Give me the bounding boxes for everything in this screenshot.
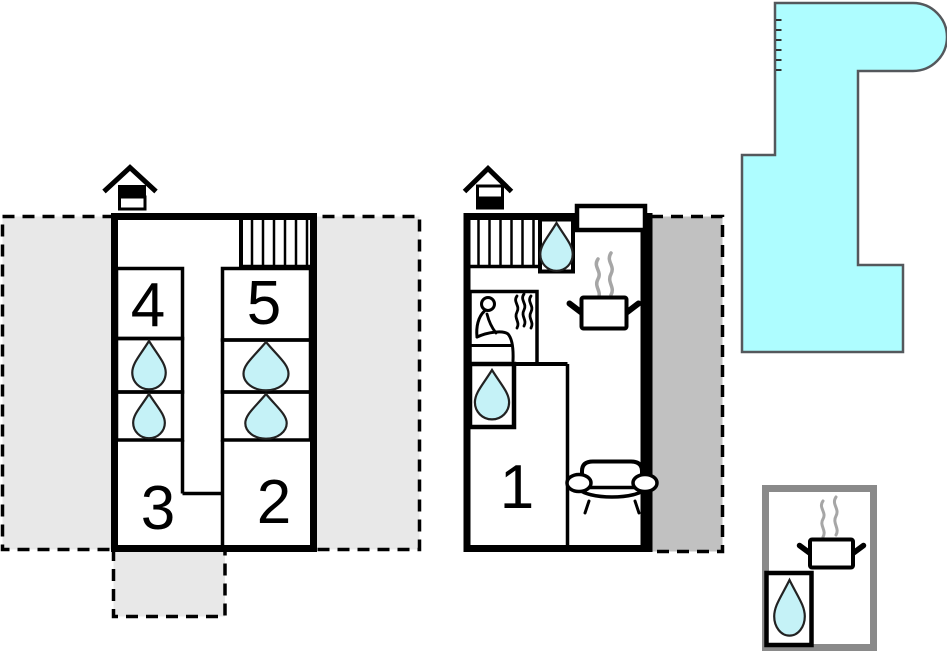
sofa-leg: [583, 499, 591, 515]
chimney-icon: [462, 165, 514, 210]
water-drop-icon: [475, 370, 509, 419]
water-drop-icon: [132, 341, 165, 389]
stairs-icon: [239, 220, 311, 269]
window-icon: [574, 203, 648, 233]
room-3-label: 3: [141, 474, 175, 543]
water-drop-icon: [774, 580, 805, 636]
person-back: [475, 309, 486, 339]
bath-cell: [114, 390, 185, 442]
steam-icon: [607, 251, 615, 297]
pot-body: [579, 295, 629, 331]
steam-icon: [594, 257, 602, 301]
chimney-flue-dark: [118, 185, 146, 198]
chimney-icon: [102, 164, 158, 211]
chimney-roof: [102, 164, 158, 194]
water-drops: [132, 341, 288, 439]
terrace-left-lower: [111, 549, 227, 619]
water-drop-icon: [540, 223, 572, 271]
chimney-roof: [462, 165, 514, 194]
building-upper-floor: 4 5 3 2: [111, 213, 317, 552]
sauna-icon: [468, 292, 534, 363]
stove-icon: [796, 495, 867, 570]
person-leg: [475, 330, 515, 363]
room-1-label: 1: [500, 453, 534, 522]
steam-icon: [819, 499, 826, 539]
stairs-icon: [470, 220, 540, 269]
steam-icon: [521, 292, 527, 328]
sofa-armrest: [631, 472, 659, 494]
pool-ladder-icon: [776, 19, 782, 71]
terrace-right: [651, 214, 725, 554]
bath-cell: [220, 390, 313, 442]
sofa-icon: [565, 459, 659, 515]
pot-body: [808, 537, 855, 570]
chimney-flue-dark: [476, 197, 504, 210]
thick-right-wall: [640, 213, 653, 552]
sofa-back: [580, 459, 644, 489]
chimney-flue-light: [476, 184, 504, 200]
water-drop-icon: [133, 394, 165, 438]
legend-inset: [762, 485, 877, 651]
sofa-leg: [633, 499, 641, 515]
sofa-armrest: [565, 472, 593, 494]
building-ground-floor: 1: [463, 203, 659, 552]
room-5-label: 5: [247, 269, 281, 338]
water-drop-icon: [245, 394, 286, 439]
water-drop-icon: [244, 342, 289, 390]
pool-outline: [740, 1, 947, 354]
steam-icon: [528, 294, 534, 330]
interior-walls: [114, 266, 313, 548]
room-4-label: 4: [131, 271, 165, 340]
steam-icon: [514, 294, 520, 330]
person-head: [480, 296, 496, 312]
steam-icon: [832, 495, 839, 537]
stove-icon: [566, 251, 642, 331]
chimney-flue-light: [118, 195, 147, 211]
room-2-label: 2: [257, 468, 291, 537]
pool: [740, 1, 947, 354]
